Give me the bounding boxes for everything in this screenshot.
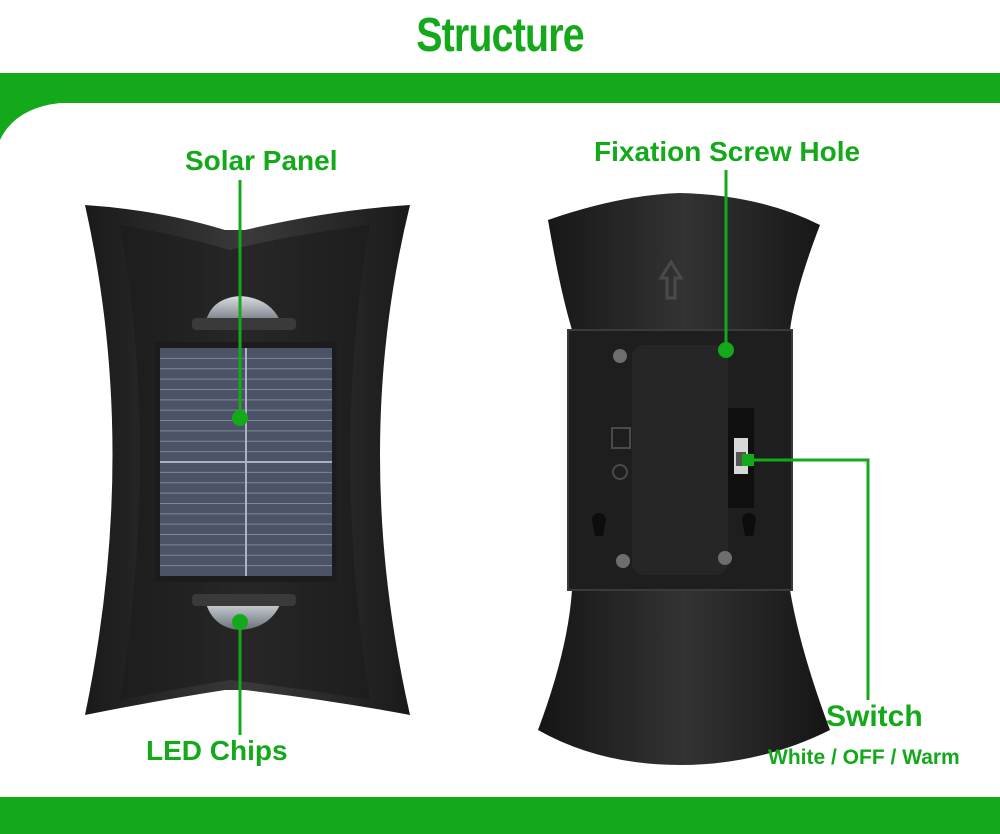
- screw-bottom-left: [616, 554, 630, 568]
- dot-led-chips: [232, 614, 248, 630]
- top-led-base: [192, 318, 296, 330]
- keyhole-slot-right: [742, 513, 756, 536]
- mounting-plate-inner: [632, 345, 728, 575]
- bottom-led-base: [192, 594, 296, 606]
- leader-lines: [232, 170, 870, 735]
- back-view-lamp: [538, 193, 830, 765]
- dot-solar-panel: [232, 410, 248, 426]
- label-led-chips: LED Chips: [146, 735, 288, 766]
- page-title: Structure: [416, 9, 584, 62]
- top-led-lens: [205, 296, 282, 325]
- label-fixation-screw-hole: Fixation Screw Hole: [594, 136, 861, 167]
- up-arrow-icon: [658, 259, 684, 300]
- switch-knob: [736, 452, 746, 466]
- footer-band: [0, 797, 1000, 834]
- label-switch: Switch: [826, 700, 923, 733]
- keyhole-slot-left: [592, 513, 606, 536]
- screw-top-left: [613, 349, 627, 363]
- screw-bottom-right: [718, 551, 732, 565]
- recycle-bin-icon: [611, 427, 631, 449]
- solar-cells: [160, 348, 332, 576]
- label-switch-modes: White / OFF / Warm: [768, 746, 960, 769]
- dot-switch: [742, 454, 754, 466]
- header-band: [0, 73, 1000, 140]
- label-solar-panel: Solar Panel: [185, 145, 338, 176]
- ce-mark-icon: [612, 464, 628, 480]
- dot-fixation-screw-hole: [718, 342, 734, 358]
- leader-switch: [748, 458, 870, 700]
- front-view-lamp: [85, 205, 410, 715]
